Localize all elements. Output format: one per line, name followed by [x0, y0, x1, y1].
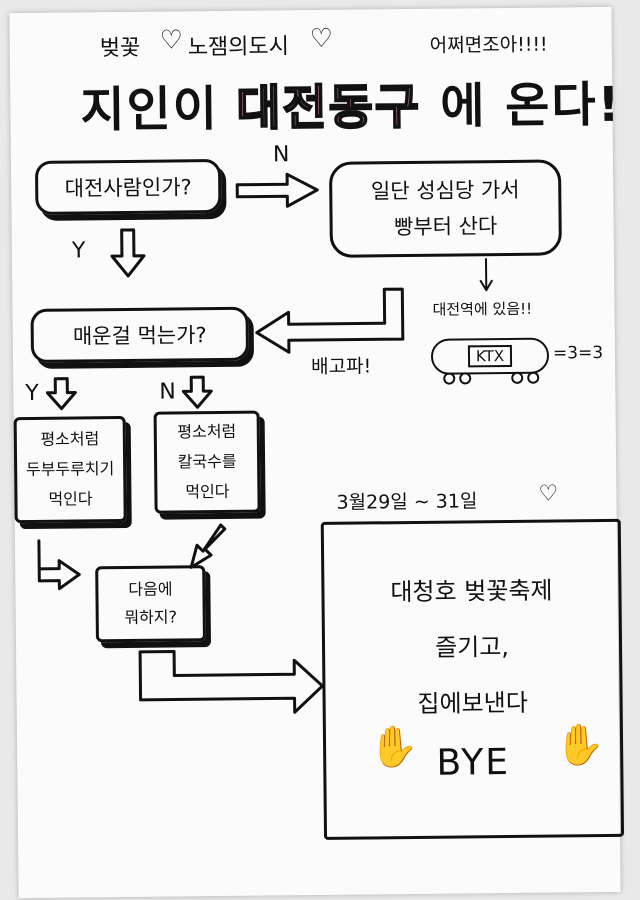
wheel-icon — [443, 372, 456, 385]
wheel-icon — [459, 372, 472, 385]
arrow-left-icon — [255, 287, 405, 354]
arrow-diagonal-icon — [189, 523, 227, 569]
arrow-right-icon — [235, 172, 319, 208]
arrow-down-icon — [110, 228, 146, 278]
arrow-right-icon — [37, 539, 81, 591]
flowchart-paper: 벚꽃 ♡ 노잼의도시 ♡ 어쩌면조아!!!! 지인이 대전동구 에 온다! 대전… — [9, 6, 625, 899]
wheel-icon — [511, 371, 524, 384]
arrow-down-icon — [45, 377, 77, 411]
flow-arrows — [37, 172, 540, 714]
arrow-down-icon — [181, 375, 213, 409]
arrow-right-icon — [138, 649, 324, 714]
arrow-down-icon — [479, 258, 494, 292]
wheel-icon — [527, 371, 540, 384]
